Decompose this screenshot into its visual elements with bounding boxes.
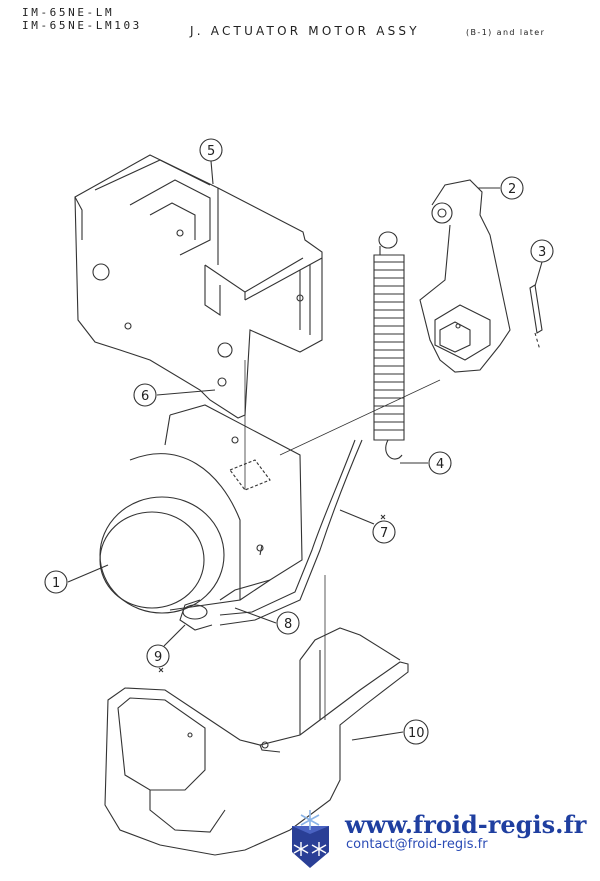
svg-text:2: 2	[508, 182, 516, 197]
assembly-lines	[244, 360, 441, 720]
callout-4: 4	[400, 451, 452, 475]
svg-text:3: 3	[538, 245, 546, 260]
wire-harness-part	[179, 439, 363, 631]
brand-website-link[interactable]: www.froid-regis.fr	[345, 810, 587, 839]
cover-part	[104, 627, 409, 856]
svg-text:7: 7	[380, 526, 388, 541]
svg-text:8: 8	[284, 617, 292, 632]
svg-text:5: 5	[207, 144, 215, 159]
motor-part	[99, 404, 303, 614]
callout-3: 3	[530, 239, 554, 287]
page-title: J. ACTUATOR MOTOR ASSY	[190, 24, 420, 38]
svg-text:1: 1	[52, 576, 60, 591]
callout-1: 1	[44, 564, 109, 594]
callout-2: 2	[478, 176, 524, 200]
callout-6: 6	[133, 383, 216, 407]
svg-text:10: 10	[408, 726, 425, 741]
revision-note: (B-1) and later	[466, 28, 546, 37]
svg-text:6: 6	[141, 389, 149, 404]
callout-5: 5	[199, 138, 223, 185]
spring-part	[373, 231, 405, 460]
brand-logo	[292, 810, 329, 868]
callout-7: 7	[339, 509, 396, 544]
svg-text:9: 9	[154, 650, 162, 665]
callout-10: 10	[351, 719, 429, 745]
svg-text:4: 4	[436, 457, 444, 472]
pin-part	[529, 284, 543, 351]
model-numbers: IM-65NE-LM IM-65NE-LM103	[22, 6, 142, 32]
callout-8: 8	[234, 607, 300, 635]
brand-email-link[interactable]: contact@froid-regis.fr	[346, 837, 488, 852]
model-number: IM-65NE-LM103	[22, 19, 142, 32]
bracket-part	[74, 154, 323, 419]
lever-part	[419, 179, 511, 373]
model-number: IM-65NE-LM	[22, 6, 115, 19]
callout-9: 9	[146, 624, 186, 673]
